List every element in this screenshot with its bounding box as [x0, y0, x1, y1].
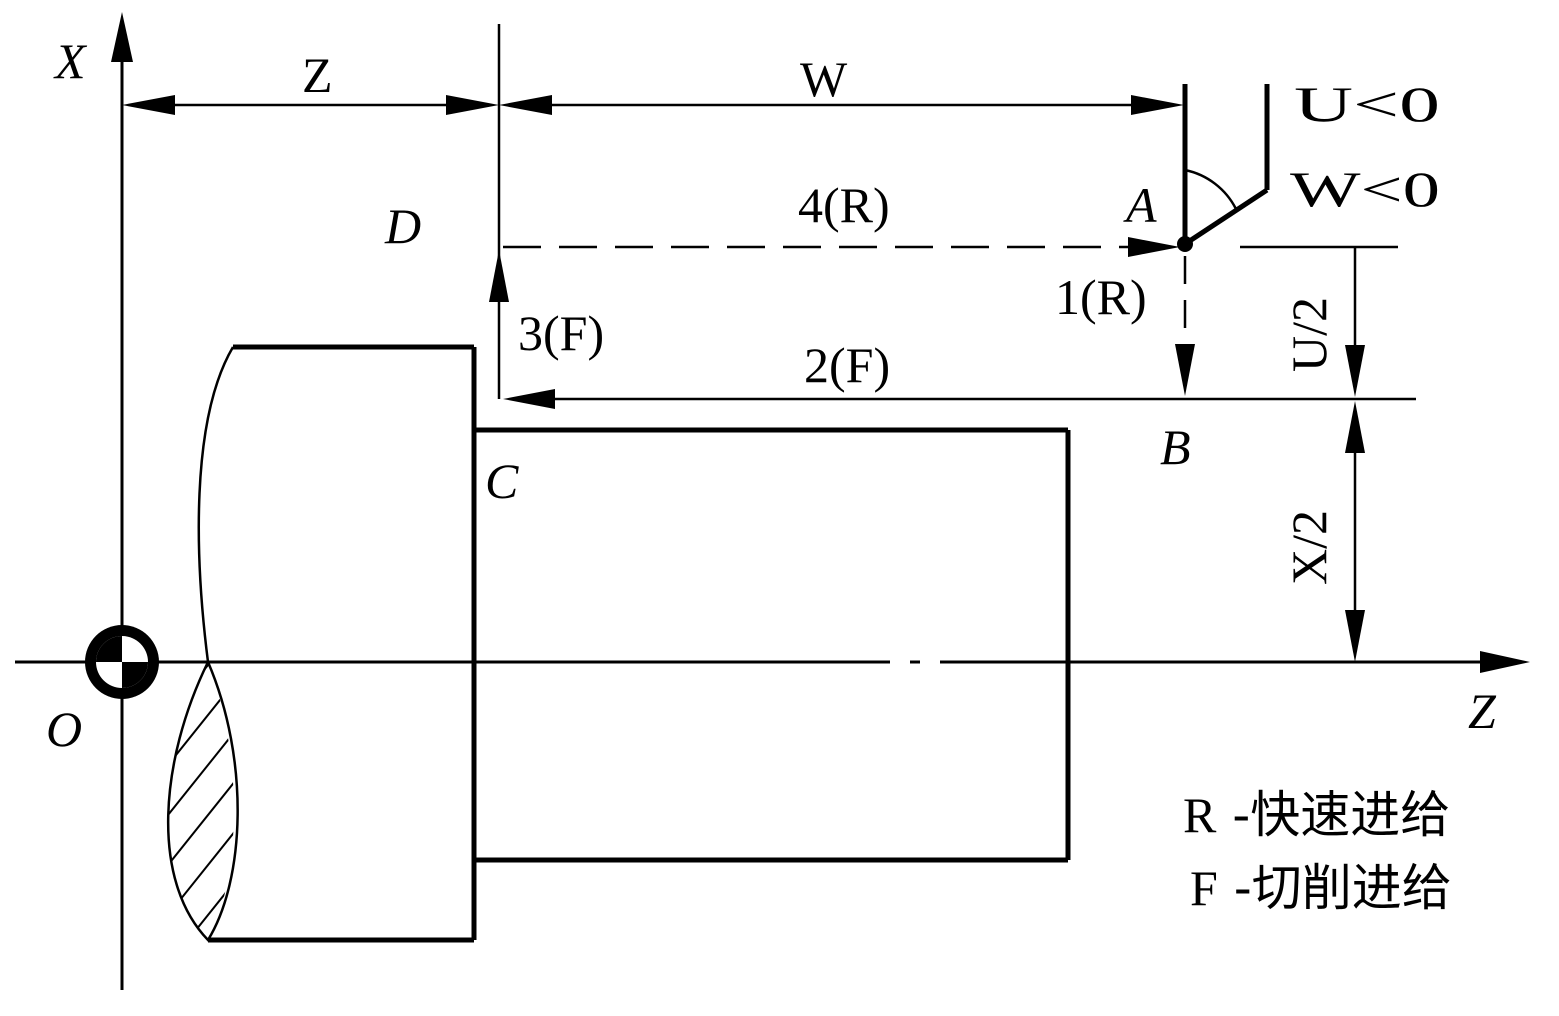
move-3-label: 3(F)	[518, 305, 604, 361]
dimension-z	[122, 95, 499, 115]
point-d-label: D	[384, 198, 421, 254]
move-2-feed	[503, 389, 1416, 409]
legend-f-text: -切削进给	[1234, 859, 1452, 917]
move-4-label: 4(R)	[798, 177, 890, 233]
tool-angle-arc	[1184, 168, 1238, 210]
legend-rapid-feed: R -快速进给	[1183, 786, 1450, 844]
x-axis-arrowhead	[111, 12, 133, 62]
move-3-feed	[489, 250, 509, 399]
origin-symbol-icon	[85, 625, 159, 699]
move-2-label: 2(F)	[804, 337, 890, 393]
section-hatching	[168, 662, 234, 940]
origin-label: O	[46, 701, 82, 757]
dimension-x-half	[1345, 401, 1365, 662]
workpiece-outline	[208, 344, 1071, 943]
cutting-tool	[1182, 84, 1270, 247]
z-axis-arrowhead	[1480, 651, 1530, 673]
point-a-label: A	[1123, 177, 1157, 233]
condition-u-label: U<0	[1294, 76, 1440, 132]
dimension-z-label: Z	[302, 47, 333, 103]
legend-r-symbol: R	[1183, 787, 1217, 843]
workpiece-break-line	[167, 346, 239, 943]
legend-f-symbol: F	[1190, 860, 1218, 916]
dimension-u-half	[1345, 247, 1365, 397]
dimension-u-half-label: U/2	[1281, 297, 1337, 372]
point-c-label: C	[485, 453, 519, 509]
move-1-label: 1(R)	[1055, 269, 1147, 325]
move-4-rapid	[503, 237, 1180, 257]
point-b-label: B	[1160, 419, 1191, 475]
legend: R -快速进给 F -切削进给	[1183, 786, 1452, 917]
x-axis-label: X	[53, 33, 88, 89]
point-a-dot	[1177, 236, 1193, 252]
legend-cutting-feed: F -切削进给	[1190, 859, 1452, 917]
condition-w-label: W<0	[1290, 161, 1440, 217]
dimension-w	[499, 95, 1184, 115]
move-1-rapid	[1175, 256, 1195, 396]
legend-r-text: -快速进给	[1232, 786, 1450, 844]
z-axis-label: Z	[1468, 683, 1497, 739]
dimension-w-label: W	[800, 51, 848, 107]
dimension-x-half-label: X/2	[1281, 510, 1337, 585]
